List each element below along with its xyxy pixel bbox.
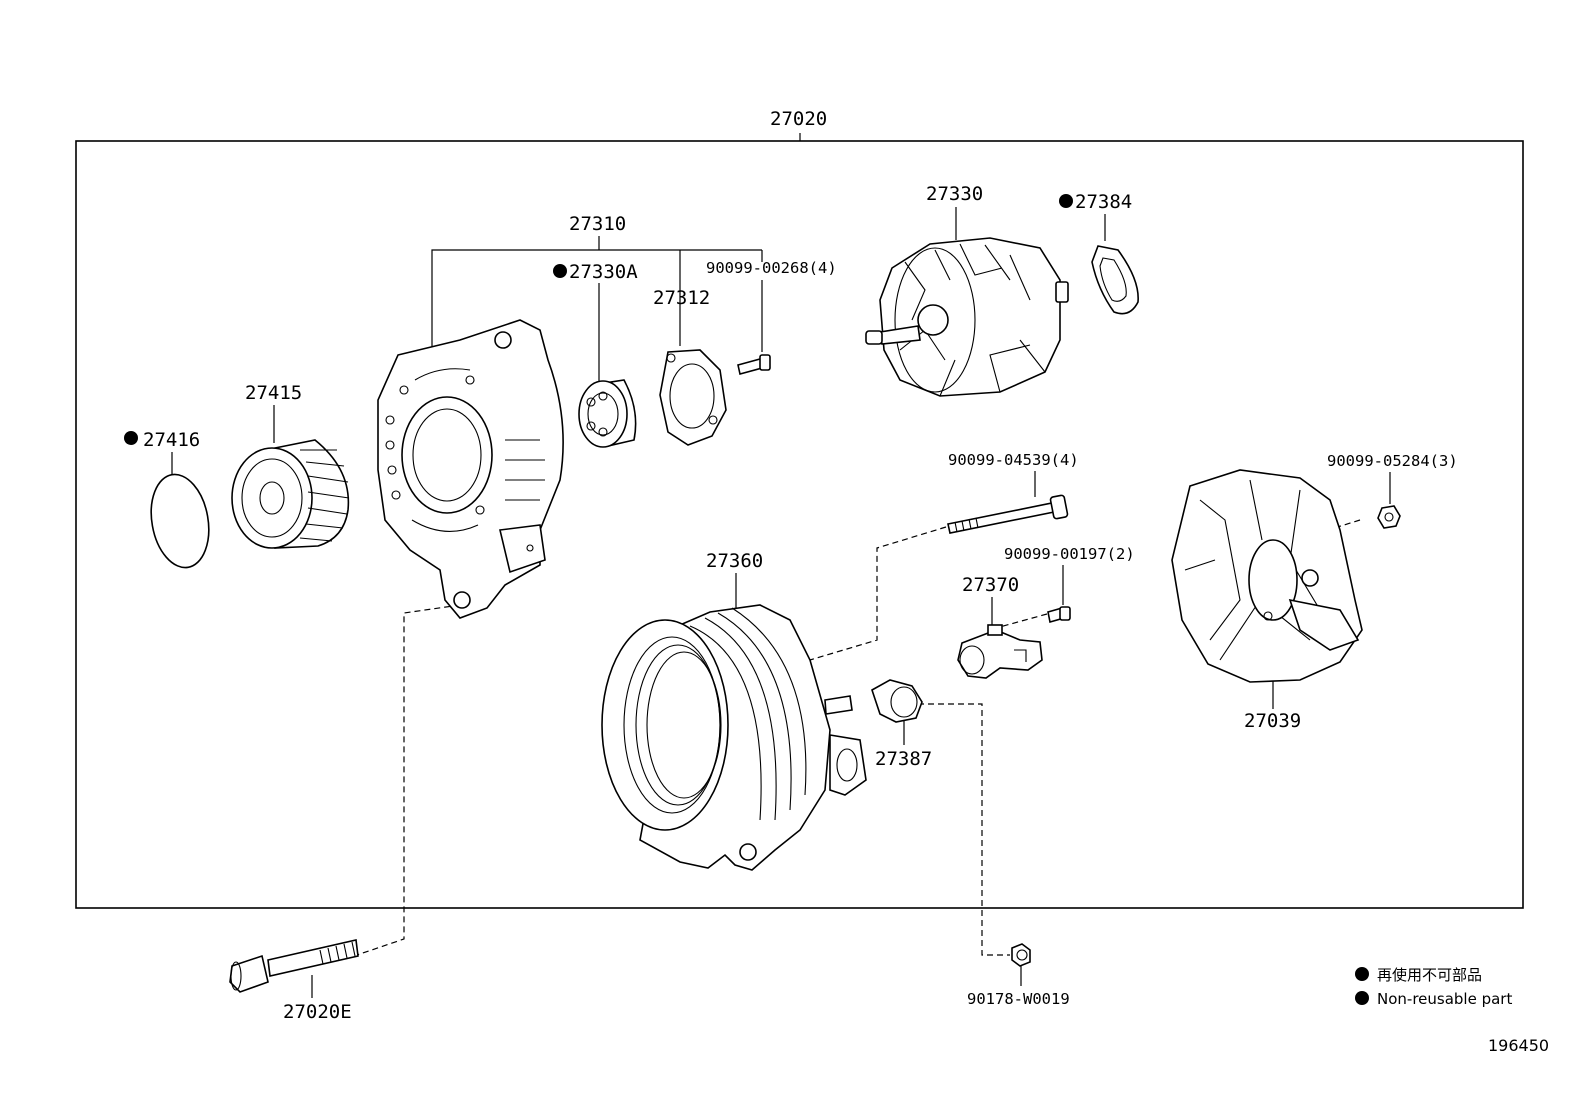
label-27039[interactable]: 27039 — [1244, 710, 1301, 732]
part-27039-rear-cover[interactable] — [1171, 469, 1363, 683]
part-90178-W0019-nut[interactable] — [1011, 943, 1031, 967]
label-27384[interactable]: 27384 — [1075, 191, 1132, 213]
leader-lines — [171, 207, 1391, 998]
part-labels: 27310 27330A 90099-00268(4) 27312 27330 … — [124, 183, 1458, 1023]
part-27387-terminal-insulator[interactable] — [871, 679, 923, 723]
label-90099-05284[interactable]: 90099-05284(3) — [1327, 452, 1458, 470]
label-27020E[interactable]: 27020E — [283, 1001, 352, 1023]
nonreusable-marker-27330A — [553, 264, 567, 278]
legend-marker-en — [1355, 991, 1369, 1005]
nonreusable-marker-27384 — [1059, 194, 1073, 208]
part-90099-05284-nut[interactable] — [1377, 505, 1401, 529]
label-27370[interactable]: 27370 — [962, 574, 1019, 596]
label-27312[interactable]: 27312 — [653, 287, 710, 309]
legend-english: Non-reusable part — [1377, 990, 1512, 1008]
part-27360-rectifier-end-frame[interactable] — [601, 604, 867, 871]
label-27330A[interactable]: 27330A — [569, 261, 638, 283]
label-27416[interactable]: 27416 — [143, 429, 200, 451]
legend: 再使用不可部品 Non-reusable part — [1355, 966, 1512, 1008]
legend-japanese: 再使用不可部品 — [1377, 966, 1482, 984]
alignment-lines — [353, 519, 1361, 957]
part-27020E-bolt[interactable] — [229, 939, 359, 993]
part-27415-pulley[interactable] — [231, 439, 350, 549]
part-90099-04539-bolt[interactable] — [947, 494, 1069, 534]
label-27387[interactable]: 27387 — [875, 748, 932, 770]
part-27312-retainer-plate[interactable] — [659, 349, 727, 446]
label-27330[interactable]: 27330 — [926, 183, 983, 205]
part-90099-00268-screw[interactable] — [737, 354, 771, 375]
label-27415[interactable]: 27415 — [245, 382, 302, 404]
label-90099-00268[interactable]: 90099-00268(4) — [706, 259, 837, 277]
part-27310-drive-end-frame[interactable] — [377, 319, 564, 619]
label-27360[interactable]: 27360 — [706, 550, 763, 572]
legend-marker-jp — [1355, 967, 1369, 981]
part-90099-00197-screw[interactable] — [1047, 606, 1071, 624]
label-90099-04539[interactable]: 90099-04539(4) — [948, 451, 1079, 469]
nonreusable-marker-27416 — [124, 431, 138, 445]
part-27330-rotor[interactable] — [865, 237, 1069, 397]
label-90099-00197[interactable]: 90099-00197(2) — [1004, 545, 1135, 563]
part-27330A-bearing[interactable] — [578, 379, 637, 448]
label-90178-W0019[interactable]: 90178-W0019 — [967, 990, 1070, 1008]
part-27416-cover[interactable] — [144, 470, 215, 572]
figure-number: 196450 — [1488, 1036, 1549, 1055]
assembly-number-label[interactable]: 27020 — [770, 108, 827, 130]
part-27370-brush-holder[interactable] — [957, 624, 1043, 679]
label-27310[interactable]: 27310 — [569, 213, 626, 235]
part-27384-insulator[interactable] — [1091, 245, 1139, 315]
